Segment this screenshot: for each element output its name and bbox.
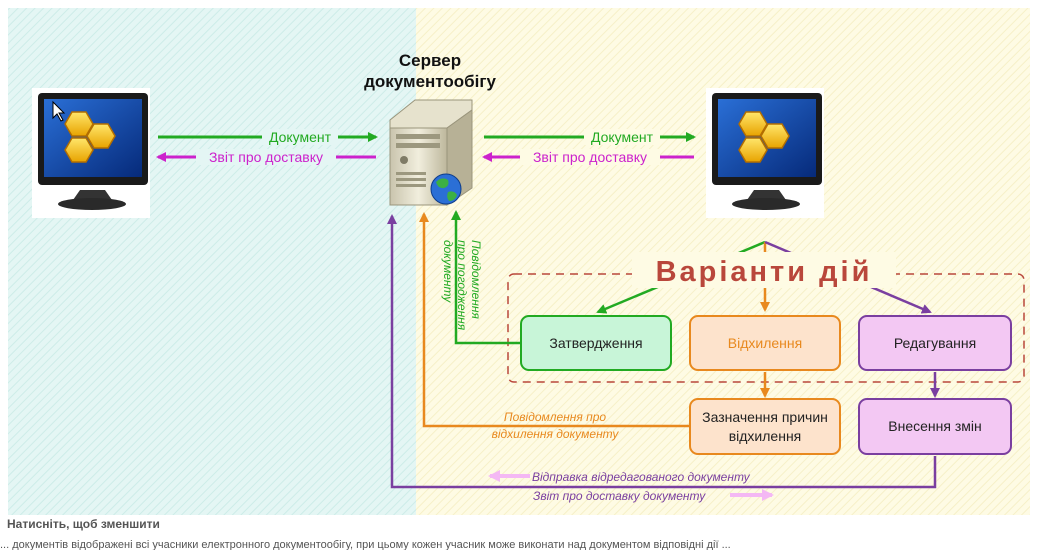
- resend-report-label: Звіт про доставку документу: [533, 489, 706, 503]
- approval-notification-text: Повідомлення про погодження документу: [441, 240, 483, 331]
- shrink-caption-link[interactable]: Натисніть, щоб зменшити: [7, 517, 160, 531]
- edit-box: Редагування: [858, 315, 1012, 371]
- approval-notification-line2: про погодження: [455, 240, 469, 331]
- rejection-notification-arrow: [419, 212, 690, 428]
- approval-notification-arrow: [451, 210, 521, 345]
- server-title-line2: документообігу: [364, 72, 496, 91]
- approve-box: Затвердження: [520, 315, 672, 371]
- server-title-line1: Сервер: [399, 51, 461, 70]
- delivery-report-label-left: Звіт про доставку: [209, 149, 323, 165]
- approval-notification-line3: документу: [441, 240, 455, 303]
- reason-label-line2: відхилення: [729, 428, 802, 444]
- sender-zone: [8, 8, 416, 515]
- approval-notification-line1: Повідомлення: [469, 240, 483, 319]
- resend-label: Відправка відредагованого документу: [532, 470, 751, 484]
- changes-label: Внесення змін: [888, 418, 981, 434]
- delivery-report-label-right: Звіт про доставку: [533, 149, 647, 165]
- actions-heading: Варіанти дій: [656, 256, 873, 288]
- approve-label: Затвердження: [549, 335, 642, 351]
- document-label-right: Документ: [591, 129, 654, 145]
- edit-label: Редагування: [894, 335, 976, 351]
- rejection-notification-line1: Повідомлення про: [504, 410, 607, 424]
- changes-box: Внесення змін: [858, 398, 1012, 455]
- footer-text: ... документів відображені всі учасники …: [0, 540, 731, 550]
- receiver-computer-icon: [706, 88, 824, 218]
- globe-icon: [430, 173, 462, 205]
- reject-box: Відхилення: [689, 315, 841, 371]
- reason-box: Зазначення причин відхилення: [689, 398, 841, 455]
- sender-computer-icon: [32, 88, 150, 218]
- rejection-notification-line2: відхилення документу: [492, 427, 620, 441]
- reject-label: Відхилення: [728, 335, 802, 351]
- document-label-left: Документ: [269, 129, 332, 145]
- reason-label-line1: Зазначення причин: [702, 409, 828, 425]
- resend-arrow: [387, 214, 937, 489]
